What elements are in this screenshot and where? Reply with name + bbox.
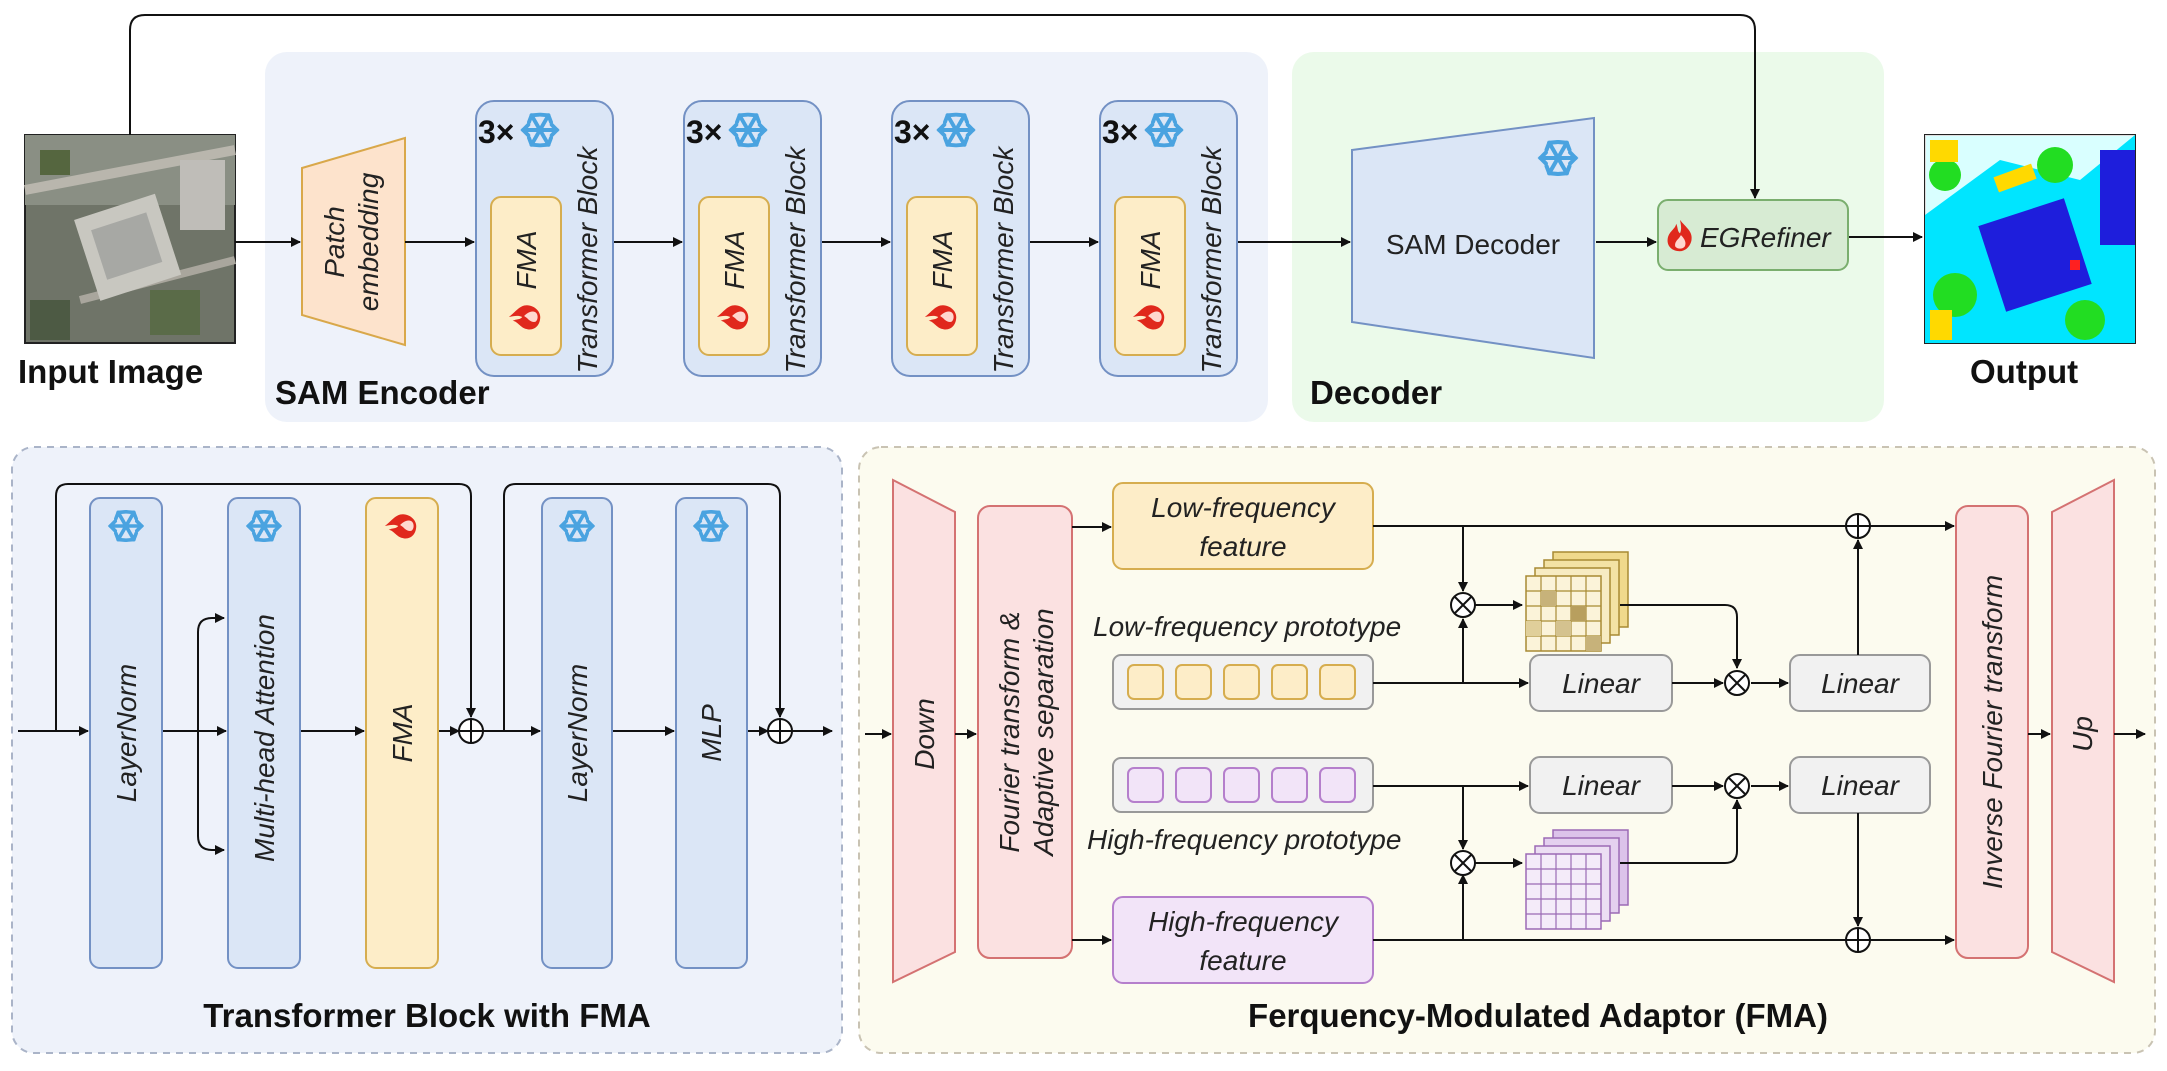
fma-label: FMA (719, 230, 750, 289)
egrefiner-label: EGRefiner (1700, 222, 1832, 253)
block-multiplier: 3× (894, 114, 930, 150)
high-prototype-label: High-frequency prototype (1087, 824, 1401, 855)
up-label: Up (2067, 716, 2098, 752)
multiply-node (1724, 773, 1750, 799)
high-frequency-map-icon (1525, 829, 1629, 930)
transformer-block-4: 3× FMA Transformer Block (1099, 100, 1238, 377)
high-feature-line1: High-frequency (1148, 906, 1340, 937)
low-frequency-map-icon (1525, 551, 1629, 652)
input-image-label: Input Image (18, 353, 203, 390)
transformer-block-label: Transformer Block (572, 145, 603, 374)
transformer-block-label: Transformer Block (988, 145, 1019, 374)
add-node (1845, 927, 1871, 953)
low-frequency-prototype (1112, 654, 1374, 710)
inverse-fourier-block (1955, 505, 2029, 959)
residual-add-2 (767, 718, 793, 744)
linear-label: Linear (1562, 668, 1642, 699)
fourier-label-line1: Fourier transform & (994, 611, 1025, 852)
fourier-label-line2: Adaptive separation (1028, 608, 1059, 858)
egrefiner-block (1657, 199, 1849, 271)
fma-label: FMA (1135, 230, 1166, 289)
transformer-panel-title: Transformer Block with FMA (203, 997, 650, 1034)
output-label: Output (1970, 353, 2078, 390)
transformer-block-label: Transformer Block (1196, 145, 1227, 374)
input-image (24, 134, 236, 344)
layer-multihead-attention: Multi-head Attention (227, 497, 301, 969)
linear-block-low-2 (1789, 654, 1931, 712)
transformer-block-1: 3× FMA Transformer Block (475, 100, 614, 377)
multiply-node (1450, 850, 1476, 876)
block-multiplier: 3× (686, 114, 722, 150)
patch-embedding-line1: Patch (319, 206, 350, 278)
linear-block-high-2 (1789, 756, 1931, 814)
high-frequency-prototype (1112, 757, 1374, 813)
residual-add-1 (458, 718, 484, 744)
fma-module (1114, 196, 1186, 356)
fma-panel-title: Ferquency-Modulated Adaptor (FMA) (1248, 997, 1828, 1034)
fourier-block (977, 505, 1073, 959)
low-prototype-label: Low-frequency prototype (1093, 611, 1401, 642)
high-feature-line2: feature (1199, 945, 1286, 976)
skip-connection-arrow (129, 14, 1760, 199)
up-block (2051, 478, 2115, 984)
low-feature-line2: feature (1199, 531, 1286, 562)
mlp-label: MLP (696, 704, 727, 762)
layer-mlp: MLP (675, 497, 748, 969)
attention-label: Multi-head Attention (249, 614, 280, 862)
fma-module (906, 196, 978, 356)
low-feature-line1: Low-frequency (1151, 492, 1337, 523)
linear-label: Linear (1821, 770, 1901, 801)
fma-label: FMA (927, 230, 958, 289)
patch-embedding-line2: embedding (353, 172, 384, 311)
inverse-fourier-label: Inverse Fourier transform (1977, 575, 2008, 889)
down-block (892, 478, 956, 984)
layer-fma: FMA (365, 497, 439, 969)
sam-decoder-label: SAM Decoder (1386, 229, 1560, 260)
block-multiplier: 3× (1102, 114, 1138, 150)
transformer-block-2: 3× FMA Transformer Block (683, 100, 822, 377)
fma-module (490, 196, 562, 356)
block-multiplier: 3× (478, 114, 514, 150)
multiply-node (1450, 592, 1476, 618)
transformer-block-3: 3× FMA Transformer Block (891, 100, 1030, 377)
fma-module (698, 196, 770, 356)
layer-layernorm-2: LayerNorm (541, 497, 613, 969)
multiply-node (1724, 670, 1750, 696)
linear-label: Linear (1562, 770, 1642, 801)
transformer-block-label: Transformer Block (780, 145, 811, 374)
layer-layernorm-1: LayerNorm (89, 497, 163, 969)
decoder-label: Decoder (1310, 374, 1442, 411)
down-label: Down (909, 698, 940, 770)
linear-label: Linear (1821, 668, 1901, 699)
add-node (1845, 513, 1871, 539)
layernorm-label: LayerNorm (562, 664, 593, 802)
output-segmentation (1924, 134, 2136, 344)
layernorm-label: LayerNorm (111, 664, 142, 802)
encoder-label: SAM Encoder (275, 374, 490, 411)
sam-decoder-block (1351, 116, 1595, 360)
fma-layer-label: FMA (387, 703, 418, 762)
patch-embedding-block (301, 136, 406, 347)
fma-label: FMA (511, 230, 542, 289)
